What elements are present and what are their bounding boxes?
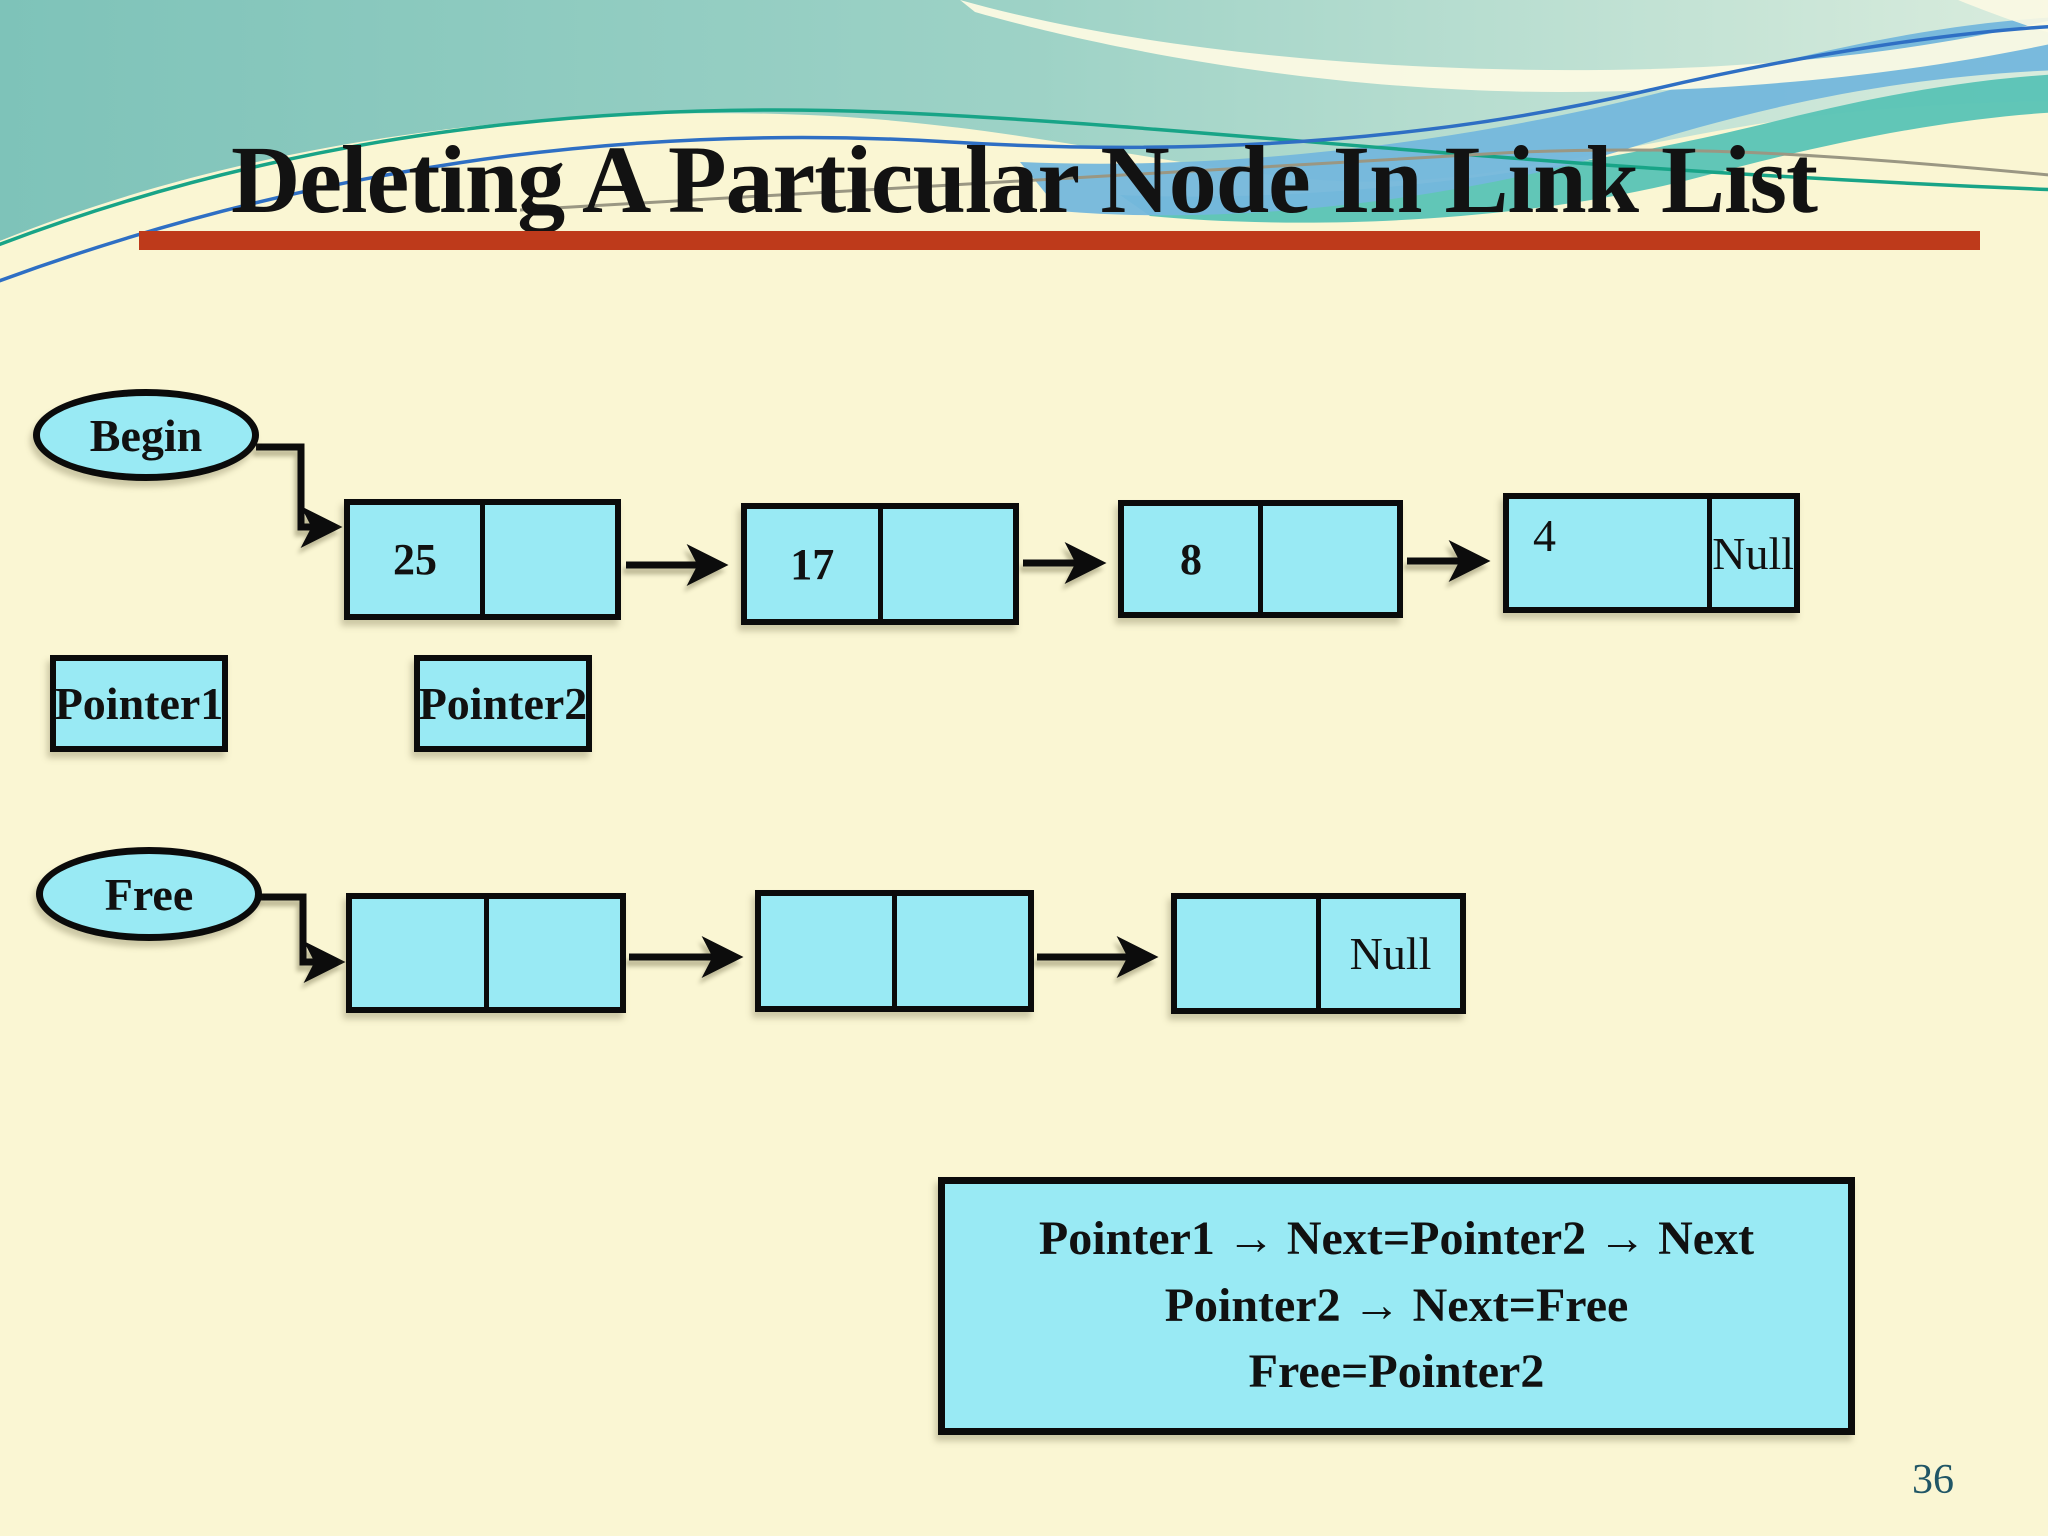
pointer1-label: Pointer1 [54,678,224,729]
banner-corner-sliver [1958,0,2048,33]
node-4-next-null: Null [1712,527,1794,579]
free-node-2 [755,890,1034,1012]
node-8-next [1263,506,1397,612]
page-title: Deleting A Particular Node In Link List [230,126,1818,233]
free-node-3-next-null: Null [1349,928,1432,979]
pointer2-label: Pointer2 [418,678,588,729]
node-25: 25 [344,499,621,620]
banner-line-green [0,108,2048,247]
begin-label: Begin [89,409,203,461]
free-node-1 [346,893,626,1013]
node-8: 8 [1118,500,1403,618]
node-4: 4 Null [1503,493,1800,613]
pointer1-box: Pointer1 [50,655,228,752]
equation-line-3: Free=Pointer2 [1248,1345,1545,1399]
begin-to-node1-arrow [256,443,343,548]
node-17-next [883,509,1014,619]
banner-white-sliver [960,0,2048,92]
title-underline [139,231,1980,250]
equation-line-2: Pointer2 → Next=Free [1164,1278,1629,1332]
node-25-value: 25 [350,505,485,614]
free-node-3-value [1177,899,1321,1008]
pointer2-box: Pointer2 [414,655,592,752]
free-node-3: Null [1171,893,1466,1014]
node-17: 17 [741,503,1019,625]
banner-line-blue [0,24,2048,283]
node-8-value: 8 [1124,506,1263,612]
free-node-2-value [761,896,897,1006]
banner-teal-wave [1120,74,2048,223]
node-4-value: 4 [1509,499,1713,607]
node-17-value: 17 [747,509,883,619]
free-ellipse: Free [36,847,262,941]
free-node-1-value [352,899,489,1007]
node-25-next [485,505,615,614]
page-number: 36 [1912,1457,1954,1503]
begin-ellipse: Begin [33,389,259,481]
banner-line-gray [519,148,2048,212]
free-node-1-next [489,899,621,1007]
free-label: Free [104,868,194,920]
free-to-freenode1-arrow [258,893,346,983]
equation-line-1: Pointer1 → Next=Pointer2 → Next [1038,1211,1755,1265]
equations-box: Pointer1 → Next=Pointer2 → Next Pointer2… [938,1177,1855,1435]
free-node-2-next [897,896,1028,1006]
